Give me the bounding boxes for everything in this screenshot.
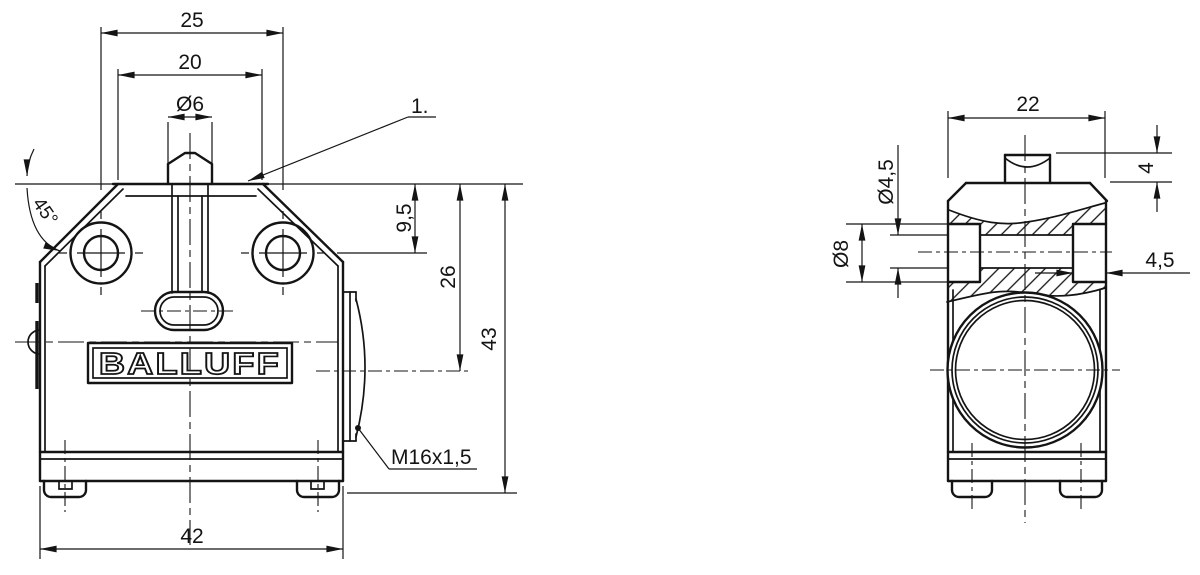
brand-logo: BALLUFF — [86, 341, 294, 385]
dim-text-25: 25 — [180, 9, 203, 32]
dim-text-9-5: 9,5 — [393, 203, 416, 232]
front-view: BALLUFF 25 20 Ø6 45° — [15, 9, 523, 559]
dim-text-45deg: 45° — [28, 194, 62, 230]
dim-text-4-5: 4,5 — [1145, 249, 1174, 272]
front-left-edge-details — [27, 283, 41, 389]
dim-crosshole-diameter: Ø4,5 — [875, 145, 947, 298]
dim-plunger-protrusion: 4 — [1056, 125, 1172, 212]
dim-top-width: 20 — [117, 51, 263, 180]
dim-text-20: 20 — [178, 51, 201, 74]
front-mounting-feet — [42, 440, 341, 512]
dim-top-to-gland-axis: 26 — [316, 184, 472, 372]
dim-text-22: 22 — [1016, 93, 1039, 116]
ref-callout-1: 1. — [247, 95, 436, 182]
front-oval-slot — [141, 290, 237, 332]
callout-text-1: 1. — [411, 95, 429, 118]
brand-logo-text: BALLUFF — [99, 346, 281, 381]
dim-chamfer-angle: 45° — [23, 148, 62, 252]
side-mounting-feet — [950, 443, 1104, 510]
dim-text-42: 42 — [180, 525, 203, 548]
dim-top-to-holes: 9,5 — [337, 184, 427, 254]
side-view: 22 4 Ø4,5 Ø8 4,5 — [830, 93, 1190, 523]
front-body-outline — [38, 182, 345, 483]
dim-text-dia4-5: Ø4,5 — [875, 159, 898, 205]
dim-body-depth: 22 — [947, 93, 1106, 178]
front-mounting-hole-right — [241, 211, 325, 295]
side-plunger — [1003, 153, 1052, 185]
dim-text-dia6: Ø6 — [176, 93, 204, 116]
dim-text-43: 43 — [478, 327, 501, 350]
dim-slot-depth: 4,5 — [1035, 249, 1190, 277]
dim-counterbore-diameter: Ø8 — [830, 223, 947, 283]
dim-hole-spacing: 25 — [100, 9, 284, 190]
dim-body-width: 42 — [39, 486, 344, 559]
thread-callout-text: M16x1,5 — [391, 446, 472, 469]
front-cable-gland-profile — [343, 291, 366, 442]
front-mounting-hole-left — [59, 211, 143, 295]
side-mounting-grooves — [946, 222, 1108, 284]
dim-total-height: 43 — [347, 184, 517, 494]
dim-text-4: 4 — [1135, 162, 1158, 174]
dim-text-dia8: Ø8 — [830, 240, 853, 268]
thread-callout: M16x1,5 — [355, 425, 477, 470]
dim-text-26: 26 — [437, 265, 460, 288]
dim-plunger-diameter: Ø6 — [167, 93, 213, 176]
side-section-hatching — [946, 202, 1106, 303]
